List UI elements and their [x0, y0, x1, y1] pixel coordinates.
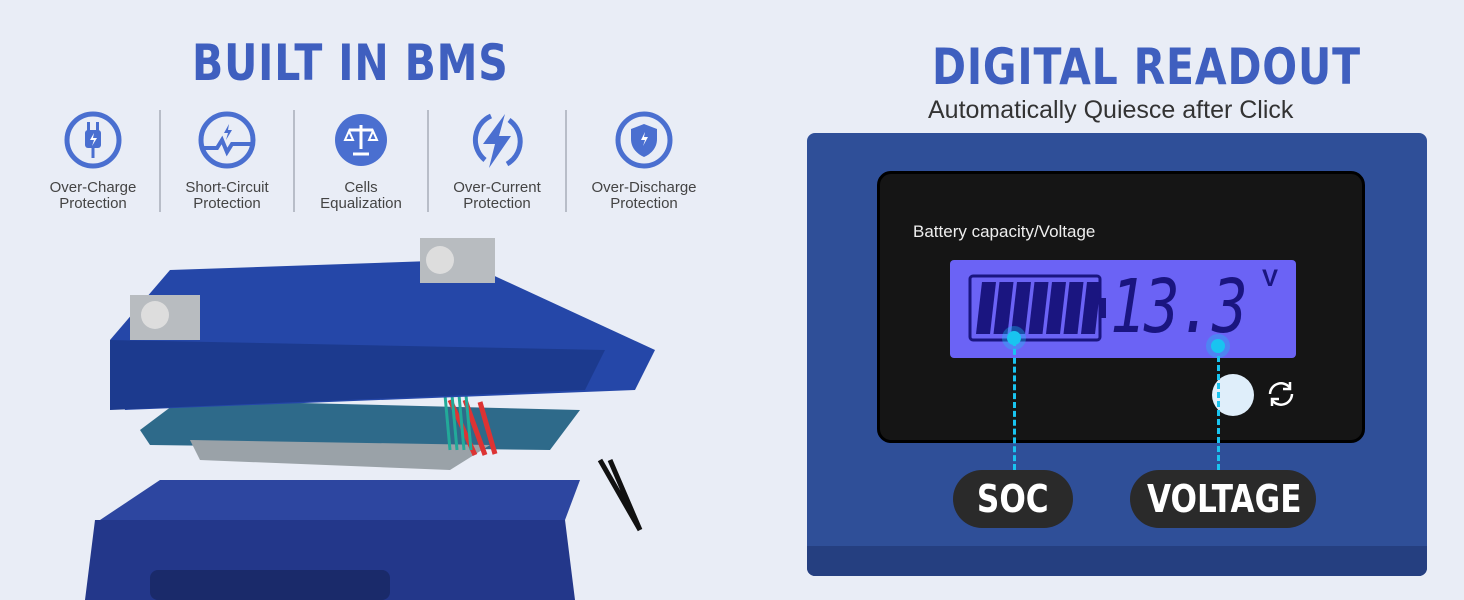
divider	[293, 110, 295, 212]
feature-label: Protection	[463, 195, 531, 212]
balance-scale-icon	[335, 114, 387, 166]
feature-label: Protection	[193, 195, 261, 212]
feature-label: Short-Circuit	[185, 179, 269, 196]
voltage-pointer-line	[1217, 347, 1220, 470]
soc-bar	[1028, 282, 1049, 334]
lcd-display: 13.3 V	[950, 260, 1296, 358]
plug-icon	[64, 111, 122, 169]
bms-title: BUILT IN BMS	[192, 34, 509, 92]
soc-bar	[1081, 282, 1101, 334]
divider	[427, 110, 429, 212]
feature-label: Over-Charge	[49, 179, 137, 196]
voltage-pointer-dot	[1211, 339, 1225, 353]
feature-label: Over-Current	[453, 179, 541, 196]
soc-bar	[976, 282, 996, 334]
short-circuit-icon	[198, 111, 256, 169]
lightning-icon	[472, 113, 523, 168]
soc-bar	[1011, 282, 1031, 334]
voltage-label-text: VOLTAGE	[1146, 477, 1302, 521]
battery-meter: Battery capacity/Voltage 13.3 V	[877, 171, 1365, 443]
refresh-icon	[1268, 382, 1294, 406]
soc-bar	[993, 282, 1014, 334]
soc-label: SOC	[953, 470, 1073, 528]
voltage-value: 13.3	[1110, 264, 1248, 350]
soc-label-text: SOC	[977, 477, 1049, 521]
battery-bms-illustration	[85, 238, 655, 600]
divider	[565, 110, 567, 212]
meter-label: Battery capacity/Voltage	[913, 222, 1096, 241]
panel-base	[807, 546, 1427, 576]
soc-bar	[1063, 282, 1084, 334]
shield-icon	[615, 111, 673, 169]
feature-label: Protection	[610, 195, 678, 212]
soc-pointer-line	[1013, 340, 1016, 470]
voltage-unit: V	[1262, 265, 1279, 292]
readout-subtitle: Automatically Quiesce after Click	[928, 96, 1294, 124]
divider	[159, 110, 161, 212]
readout-title: DIGITAL READOUT	[932, 38, 1361, 96]
voltage-label: VOLTAGE	[1130, 470, 1316, 528]
battery-soc-icon	[968, 274, 1106, 342]
soc-bar	[1046, 282, 1066, 334]
feature-label: Cells	[344, 179, 378, 196]
feature-label: Protection	[59, 195, 127, 212]
feature-label: Over-Discharge	[591, 179, 697, 196]
soc-pointer-dot	[1007, 331, 1021, 345]
feature-label: Equalization	[320, 195, 402, 212]
readout-panel: Battery capacity/Voltage 13.3 V	[807, 133, 1427, 576]
